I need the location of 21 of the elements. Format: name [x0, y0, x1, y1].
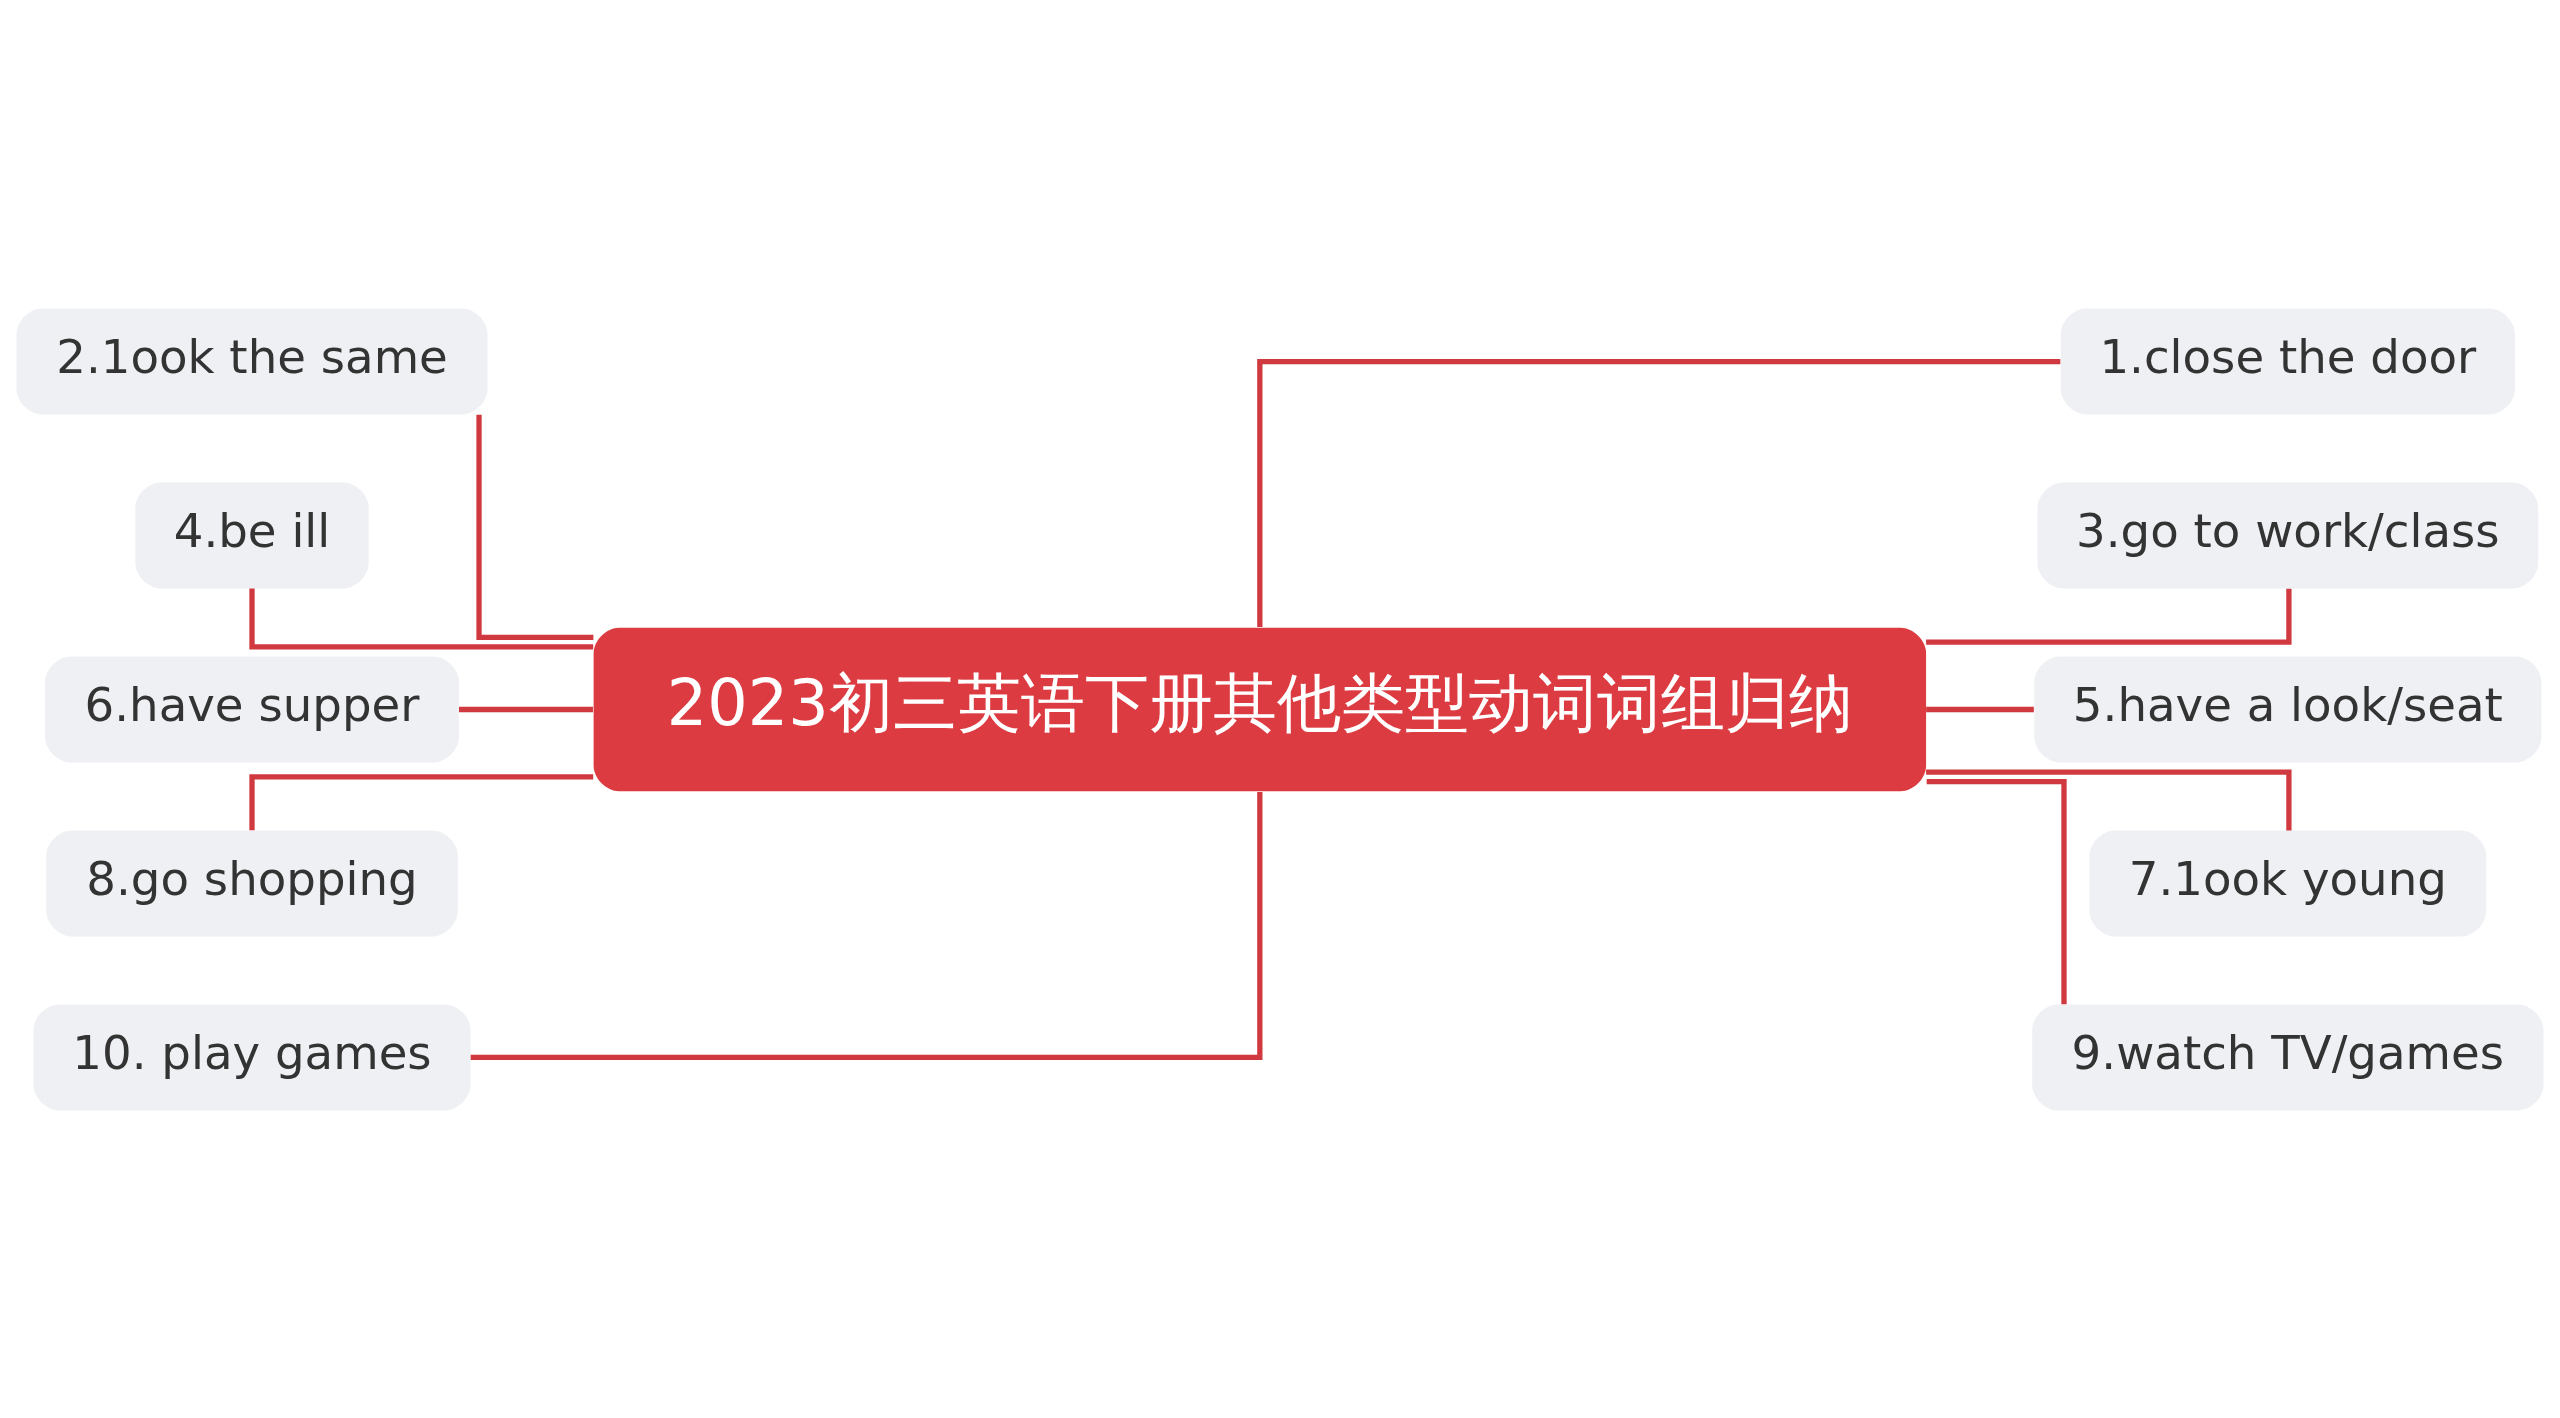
node-box: 5.have a look/seat [2034, 655, 2542, 763]
node-box: 10. play games [33, 1003, 471, 1110]
node-box: 6.have supper [45, 655, 459, 763]
node-box: 9.watch TV/games [2032, 1003, 2544, 1110]
node-box: 7.1ook young [2089, 829, 2487, 937]
connector [1926, 706, 2034, 712]
node-box: 1.close the door [2060, 308, 2515, 415]
connector [470, 791, 1263, 1060]
connector [476, 414, 594, 640]
node-box: 8.go shopping [46, 829, 458, 937]
node-box: 2.1ook the same [16, 308, 488, 415]
connector [1257, 358, 2061, 627]
connector [1926, 768, 2292, 830]
node-box: 4.be ill [135, 481, 369, 589]
connector [249, 588, 594, 650]
connector [1926, 778, 2067, 1004]
node-box: 2023初三英语下册其他类型动词词组归纳 [593, 627, 1927, 791]
node-box: 3.go to work/class [2037, 481, 2539, 589]
connector [459, 706, 593, 712]
connector [1926, 588, 2292, 645]
connector [249, 773, 594, 830]
